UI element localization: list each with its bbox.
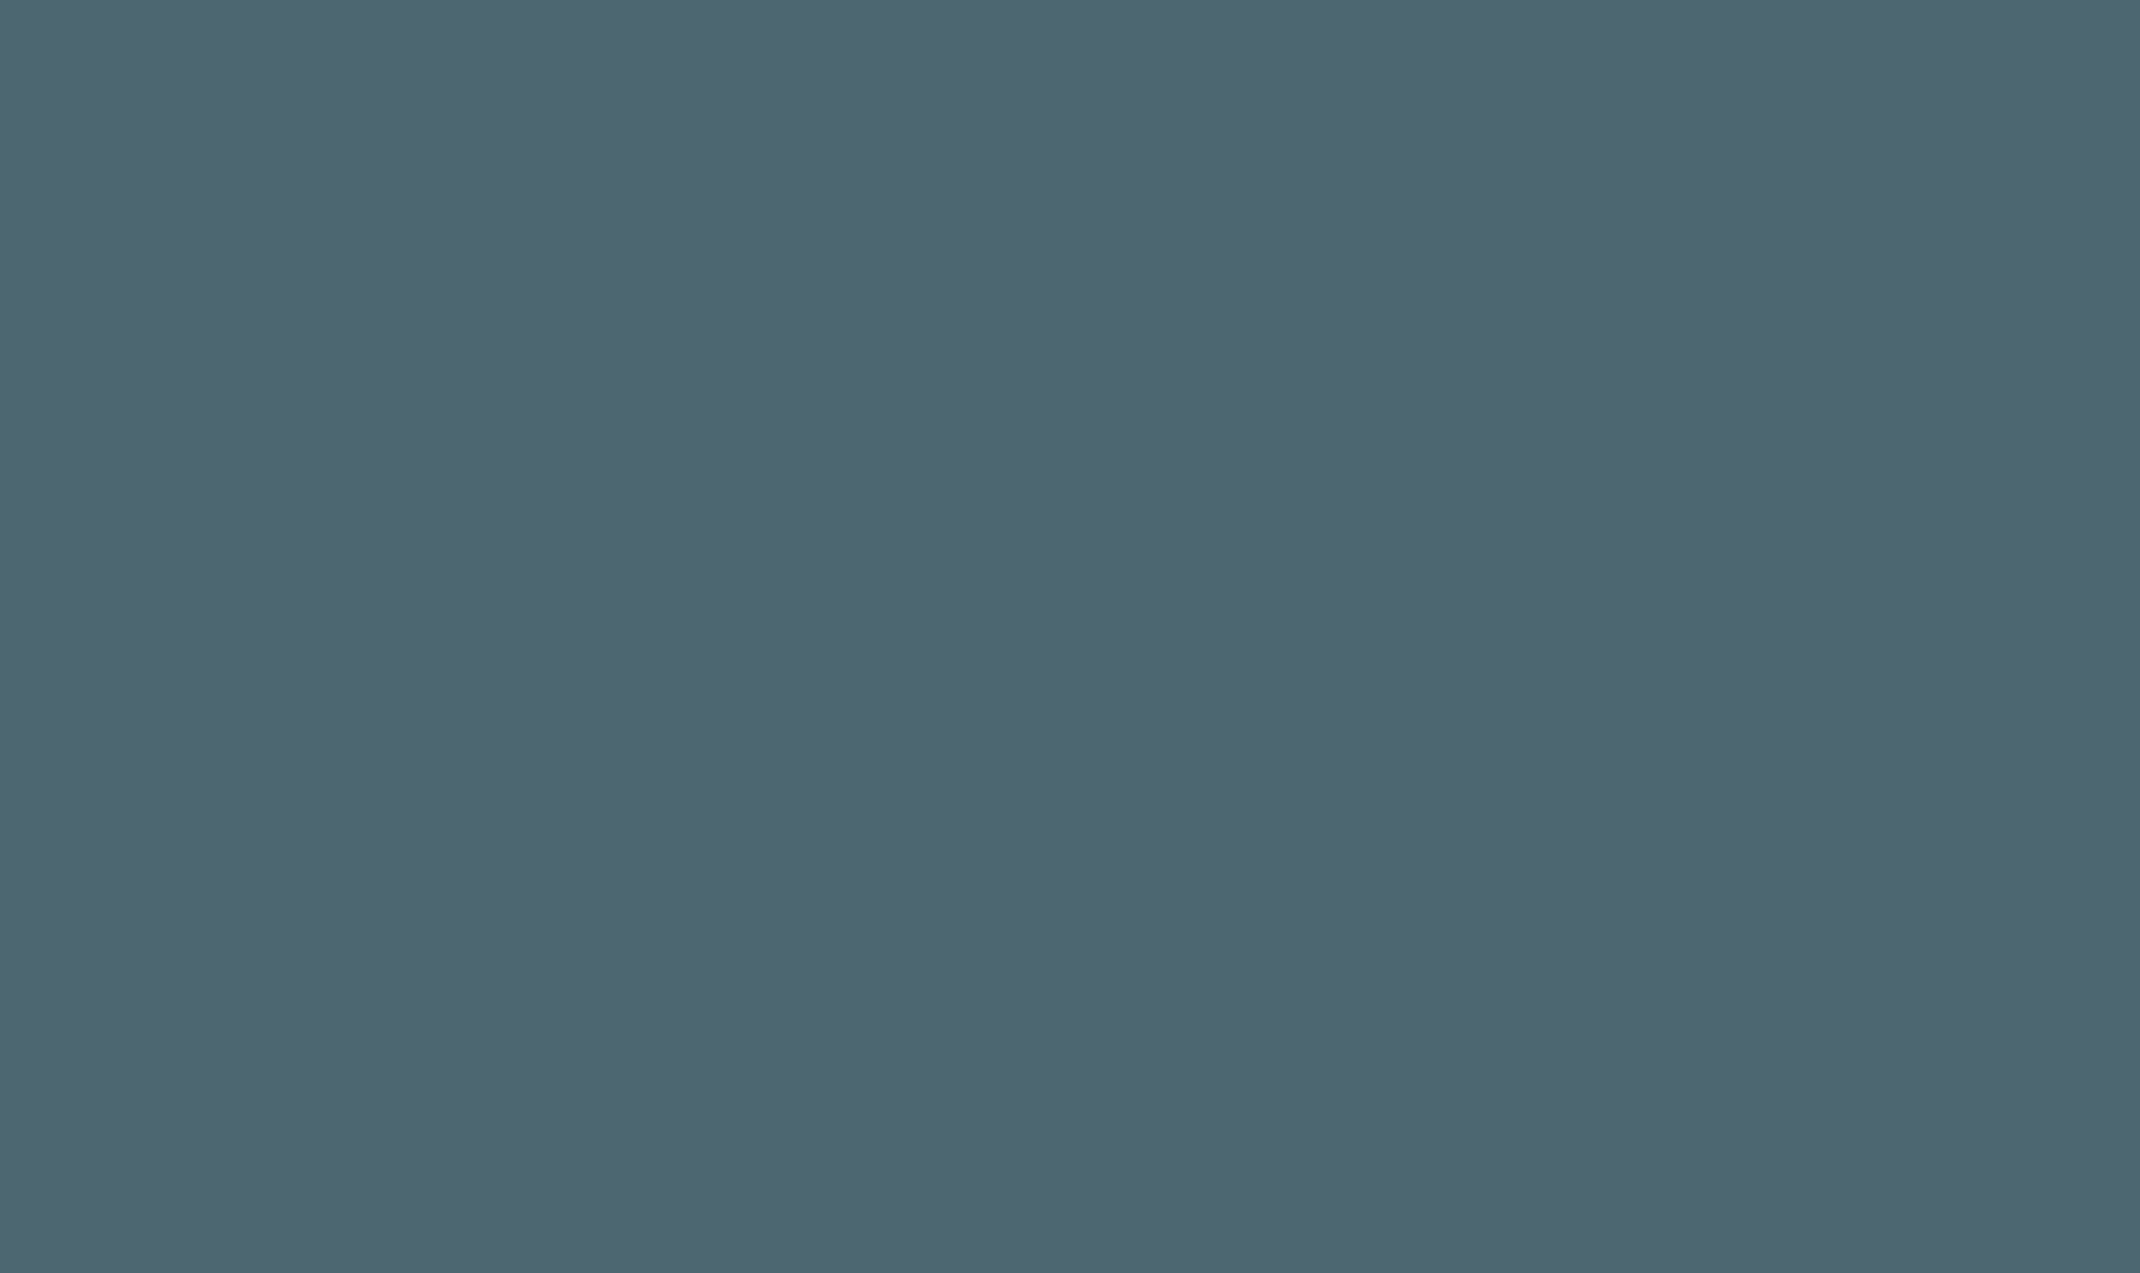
stage-header-row <box>0 0 2140 190</box>
